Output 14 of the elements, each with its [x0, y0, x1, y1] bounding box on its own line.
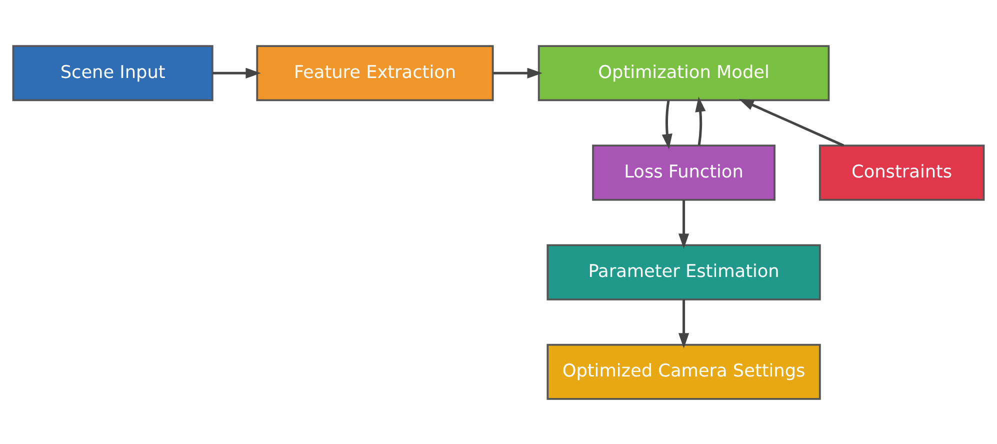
arrow [212, 67, 261, 78]
node-box: Parameter Estimation [546, 244, 821, 300]
node-box: Feature Extraction [256, 44, 494, 101]
arrow [493, 67, 542, 78]
arrow [662, 100, 672, 149]
arrow [695, 96, 706, 146]
arrow [678, 299, 690, 348]
node-box: Scene Input [12, 44, 214, 101]
node-box: Loss Function [592, 144, 776, 200]
node-box: Constraints [818, 144, 985, 200]
arrow [738, 98, 844, 146]
node-box: Optimization Model [538, 44, 830, 101]
node-box: Optimized Camera Settings [546, 343, 821, 400]
arrow [678, 199, 690, 248]
